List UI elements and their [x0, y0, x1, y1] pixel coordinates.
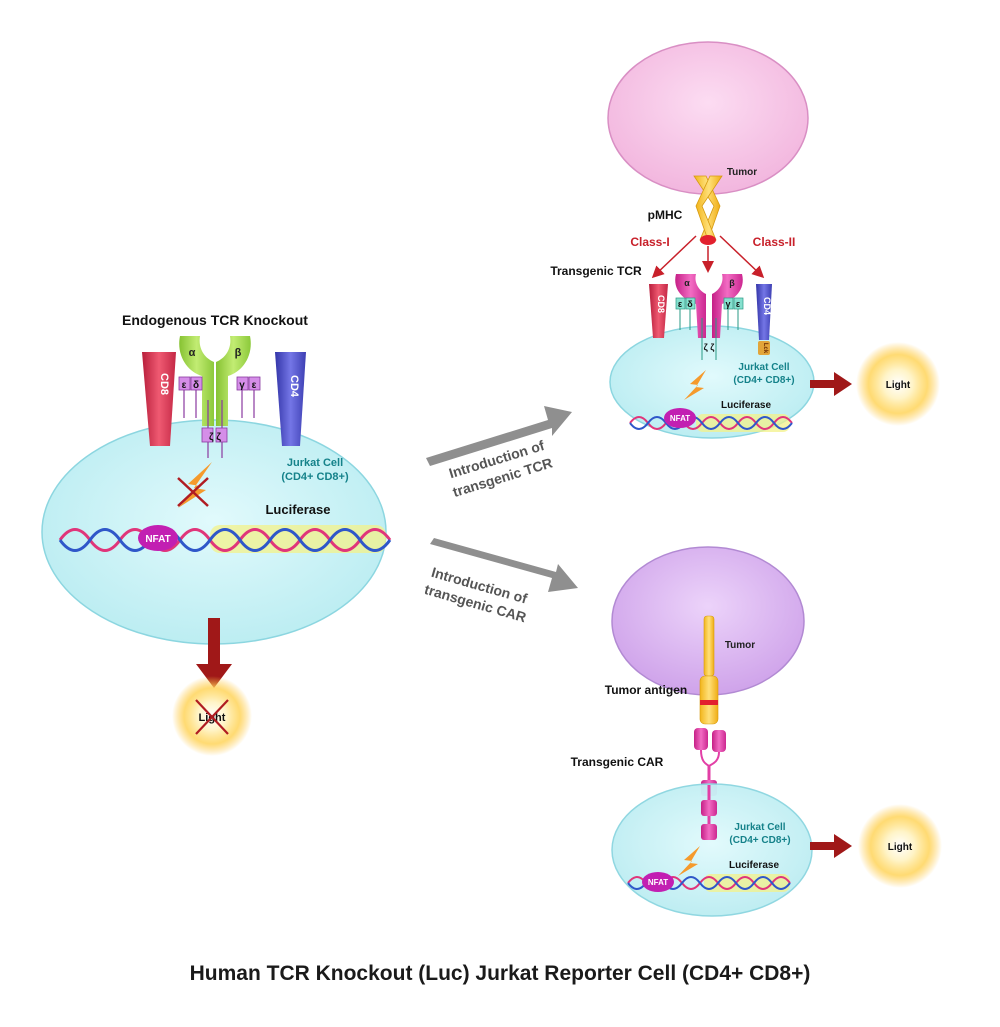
top-light-label: Light [886, 380, 911, 391]
bottom-car-intracellular [701, 785, 717, 840]
top-cell-name: Jurkat Cell [738, 362, 789, 373]
left-zeta-label: ζ ζ [209, 432, 221, 443]
bottom-tumor-antigen-label: Tumor antigen [605, 683, 687, 697]
left-blocked-cross-icon [177, 477, 209, 507]
top-gamma-label: γ [725, 299, 730, 309]
top-beta-label: β [729, 278, 735, 288]
top-right-panel: Tumor pMHC Class-I Class-II Transgenic T… [550, 41, 940, 439]
top-cd4-label: CD4 [762, 297, 772, 315]
bottom-nfat-icon [642, 872, 674, 892]
transition-arrows: Introduction of transgenic TCR Introduct… [423, 406, 578, 625]
figure-title: Human TCR Knockout (Luc) Jurkat Reporter… [190, 962, 811, 985]
top-right-arrow-icon [810, 372, 852, 396]
top-cd8-label: CD8 [656, 295, 666, 313]
top-pmhc-label: pMHC [648, 208, 683, 222]
bottom-right-panel: Tumor Tumor antigen Transgenic CAR Jur [571, 546, 942, 917]
bottom-light-label: Light [888, 842, 913, 853]
left-cd3-complex [178, 376, 261, 458]
top-alpha-label: α [684, 278, 690, 288]
bottom-cell-name: Jurkat Cell [734, 822, 785, 833]
bottom-right-arrow-icon [810, 834, 852, 858]
top-cd3-complex [675, 297, 744, 360]
left-light-cross-icon [195, 699, 229, 735]
top-nfat-label: NFAT [670, 414, 690, 423]
top-lck-icon [758, 341, 770, 355]
top-lck-label: Lck [762, 343, 768, 354]
top-tcr-beta [712, 274, 743, 338]
top-class2-arrow [719, 235, 765, 279]
top-class1-label: Class-I [630, 235, 669, 249]
arrow-to-tcr-icon [426, 406, 572, 466]
left-panel: Endogenous TCR Knockout CD8 CD4 α β [41, 312, 392, 756]
left-dna-helix [58, 525, 392, 553]
top-dna-helix [629, 414, 793, 432]
left-epsilon-label: ε [182, 380, 187, 391]
left-gamma-label: γ [239, 380, 245, 391]
left-cd4-receptor [275, 352, 306, 446]
bottom-antigen-band [700, 700, 718, 705]
left-tcr-alpha [179, 336, 214, 426]
top-class2-label: Class-II [753, 235, 796, 249]
left-nfat-icon [138, 525, 178, 551]
left-alpha-label: α [189, 347, 196, 359]
top-pmhc-molecule [693, 175, 723, 245]
top-light-glow-icon [856, 342, 940, 426]
left-luciferase-label: Luciferase [265, 502, 330, 517]
left-tcr-beta [216, 336, 251, 426]
top-tumor-cell [607, 41, 809, 195]
top-cell-phenotype: (CD4+ CD8+) [733, 375, 794, 386]
bottom-luciferase-label: Luciferase [729, 860, 779, 871]
top-tumor-label: Tumor [727, 167, 757, 178]
bottom-cell-phenotype: (CD4+ CD8+) [729, 835, 790, 846]
left-cell-name: Jurkat Cell [287, 457, 343, 469]
left-signal-bolt-icon [178, 462, 212, 508]
bottom-tumor-label: Tumor [725, 640, 755, 651]
left-beta-label: β [235, 347, 242, 359]
top-nfat-icon [664, 408, 696, 428]
bottom-signal-bolt-icon [678, 846, 700, 876]
left-cd8-receptor [142, 352, 176, 446]
top-cd4-receptor [756, 284, 772, 340]
top-delta-label: δ [687, 299, 693, 309]
bottom-tumor-antigen [703, 615, 715, 677]
top-luciferase-label: Luciferase [721, 400, 771, 411]
bottom-light-glow-icon [858, 804, 942, 888]
left-delta-label: δ [193, 380, 199, 391]
top-epsilon2-label: ε [736, 299, 741, 309]
top-signal-bolt-icon [684, 370, 706, 400]
left-nfat-label: NFAT [145, 534, 170, 545]
top-cd8-receptor [649, 284, 668, 338]
bottom-transgenic-car-label: Transgenic CAR [571, 755, 664, 769]
top-epsilon-label: ε [678, 299, 683, 309]
arrow-to-car-icon [430, 538, 578, 592]
left-cell-phenotype: (CD4+ CD8+) [281, 471, 349, 483]
top-class1-arrow [651, 235, 697, 279]
left-epsilon2-label: ε [252, 380, 257, 391]
top-transgenic-tcr-label: Transgenic TCR [550, 264, 642, 278]
top-tcr-alpha [675, 274, 706, 338]
bottom-nfat-label: NFAT [648, 878, 668, 887]
left-cd4-label: CD4 [288, 375, 300, 398]
left-heading: Endogenous TCR Knockout [122, 312, 308, 328]
left-cd8-label: CD8 [158, 373, 170, 395]
top-zeta-label: ζ ζ [704, 342, 715, 352]
left-down-arrow-icon [196, 618, 232, 688]
